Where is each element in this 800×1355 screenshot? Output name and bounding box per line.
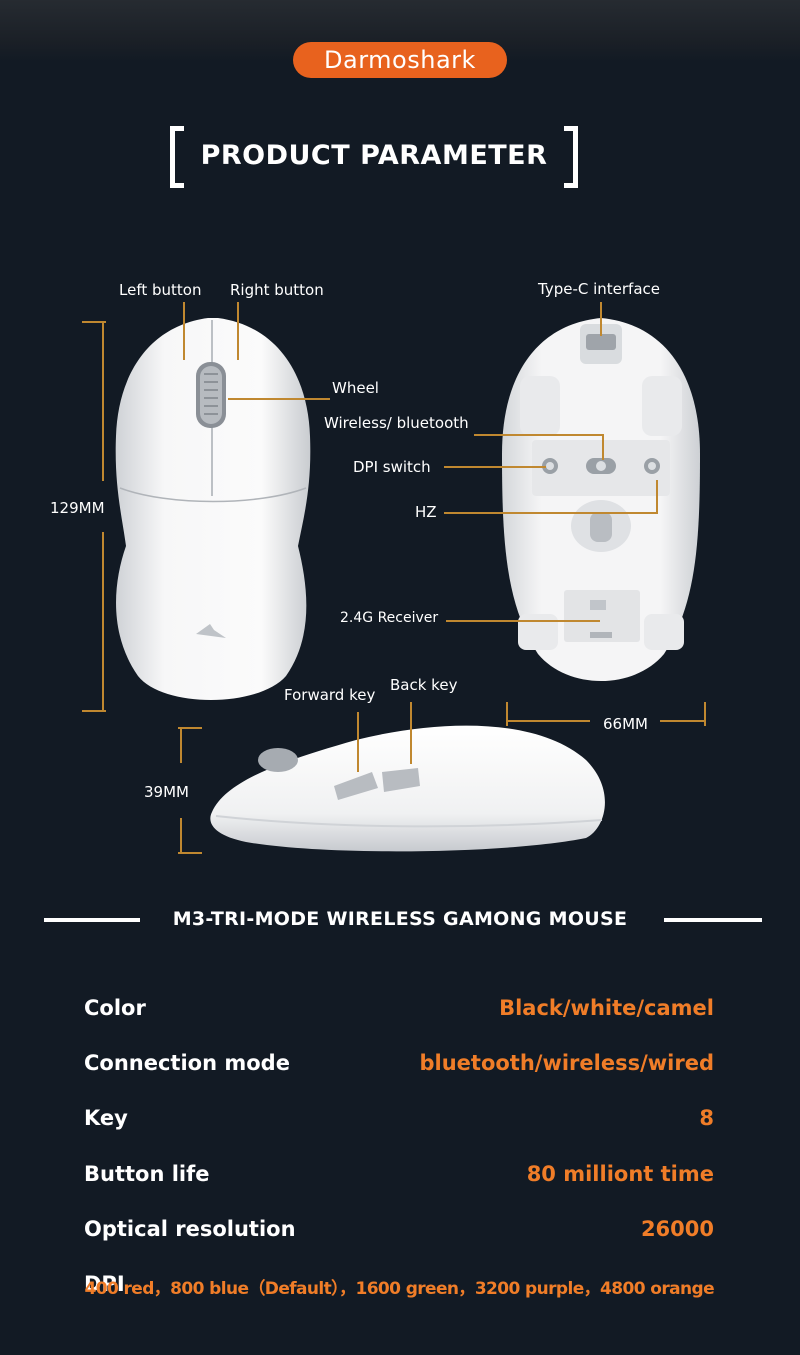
mouse-bottom-view <box>502 318 700 681</box>
dim-length-top <box>82 321 106 323</box>
dim-height-line-top <box>180 727 182 763</box>
page-title: PRODUCT PARAMETER <box>200 140 548 171</box>
dim-width-line-right <box>660 720 706 722</box>
dim-height-label: 39MM <box>144 783 189 801</box>
callout-wheel <box>228 398 330 400</box>
dim-width-line-left <box>506 720 590 722</box>
model-title-row: M3-TRI-MODE WIRELESS GAMONG MOUSE <box>0 905 800 935</box>
callout-receiver <box>446 620 600 622</box>
callout-forward-key <box>357 712 359 772</box>
spec-label-button-life: Button life <box>84 1162 210 1186</box>
label-hz: HZ <box>415 503 437 521</box>
spec-label-resolution: Optical resolution <box>84 1217 296 1241</box>
callout-wireless-h <box>474 434 604 436</box>
callout-left-button <box>183 302 185 360</box>
callout-dpi <box>444 466 546 468</box>
dim-length-bottom <box>82 710 106 712</box>
callout-type-c <box>600 302 602 336</box>
spec-label-connection: Connection mode <box>84 1051 290 1075</box>
spec-value-key: 8 <box>699 1106 714 1130</box>
dim-length-line-top <box>102 321 104 481</box>
spec-value-dpi: 400 red，800 blue（Default），1600 green，320… <box>84 1279 714 1299</box>
callout-back-key <box>410 702 412 764</box>
right-bracket <box>564 126 578 188</box>
spec-label-dpi: DPI <box>84 1272 125 1296</box>
spec-value-connection: bluetooth/wireless/wired <box>419 1051 714 1075</box>
label-left-button: Left button <box>119 281 202 299</box>
label-right-button: Right button <box>230 281 324 299</box>
callout-hz-v <box>656 480 658 514</box>
dim-width-left <box>506 702 508 726</box>
callout-wireless-v <box>602 434 604 460</box>
label-wireless-bluetooth: Wireless/ bluetooth <box>324 414 469 432</box>
spec-value-button-life: 80 milliont time <box>526 1162 714 1186</box>
dim-height-bottom <box>178 852 202 854</box>
mouse-side-view <box>210 725 605 852</box>
spec-value-resolution: 26000 <box>640 1217 714 1241</box>
spec-label-color: Color <box>84 996 146 1020</box>
dim-length-line-bottom <box>102 532 104 712</box>
divider-right <box>664 918 762 922</box>
label-back-key: Back key <box>390 676 458 694</box>
label-type-c: Type-C interface <box>538 280 661 298</box>
callout-right-button <box>237 302 239 360</box>
label-wheel: Wheel <box>332 379 379 397</box>
dim-width-right <box>704 702 706 726</box>
dim-height-line-bottom <box>180 818 182 854</box>
dim-width-label: 66MM <box>603 715 648 733</box>
callout-hz-h <box>444 512 658 514</box>
brand-badge: Darmoshark <box>293 42 507 78</box>
dim-length-label: 129MM <box>50 499 105 517</box>
section-title: PRODUCT PARAMETER <box>170 126 578 188</box>
dim-height-top <box>178 727 202 729</box>
model-title: M3-TRI-MODE WIRELESS GAMONG MOUSE <box>172 908 628 930</box>
spec-label-key: Key <box>84 1106 128 1130</box>
label-receiver: 2.4G Receiver <box>340 610 439 626</box>
label-dpi-switch: DPI switch <box>353 458 431 476</box>
mouse-top-view <box>115 318 311 700</box>
divider-left <box>44 918 140 922</box>
spec-value-color: Black/white/camel <box>499 996 714 1020</box>
label-forward-key: Forward key <box>284 686 376 704</box>
left-bracket <box>170 126 184 188</box>
